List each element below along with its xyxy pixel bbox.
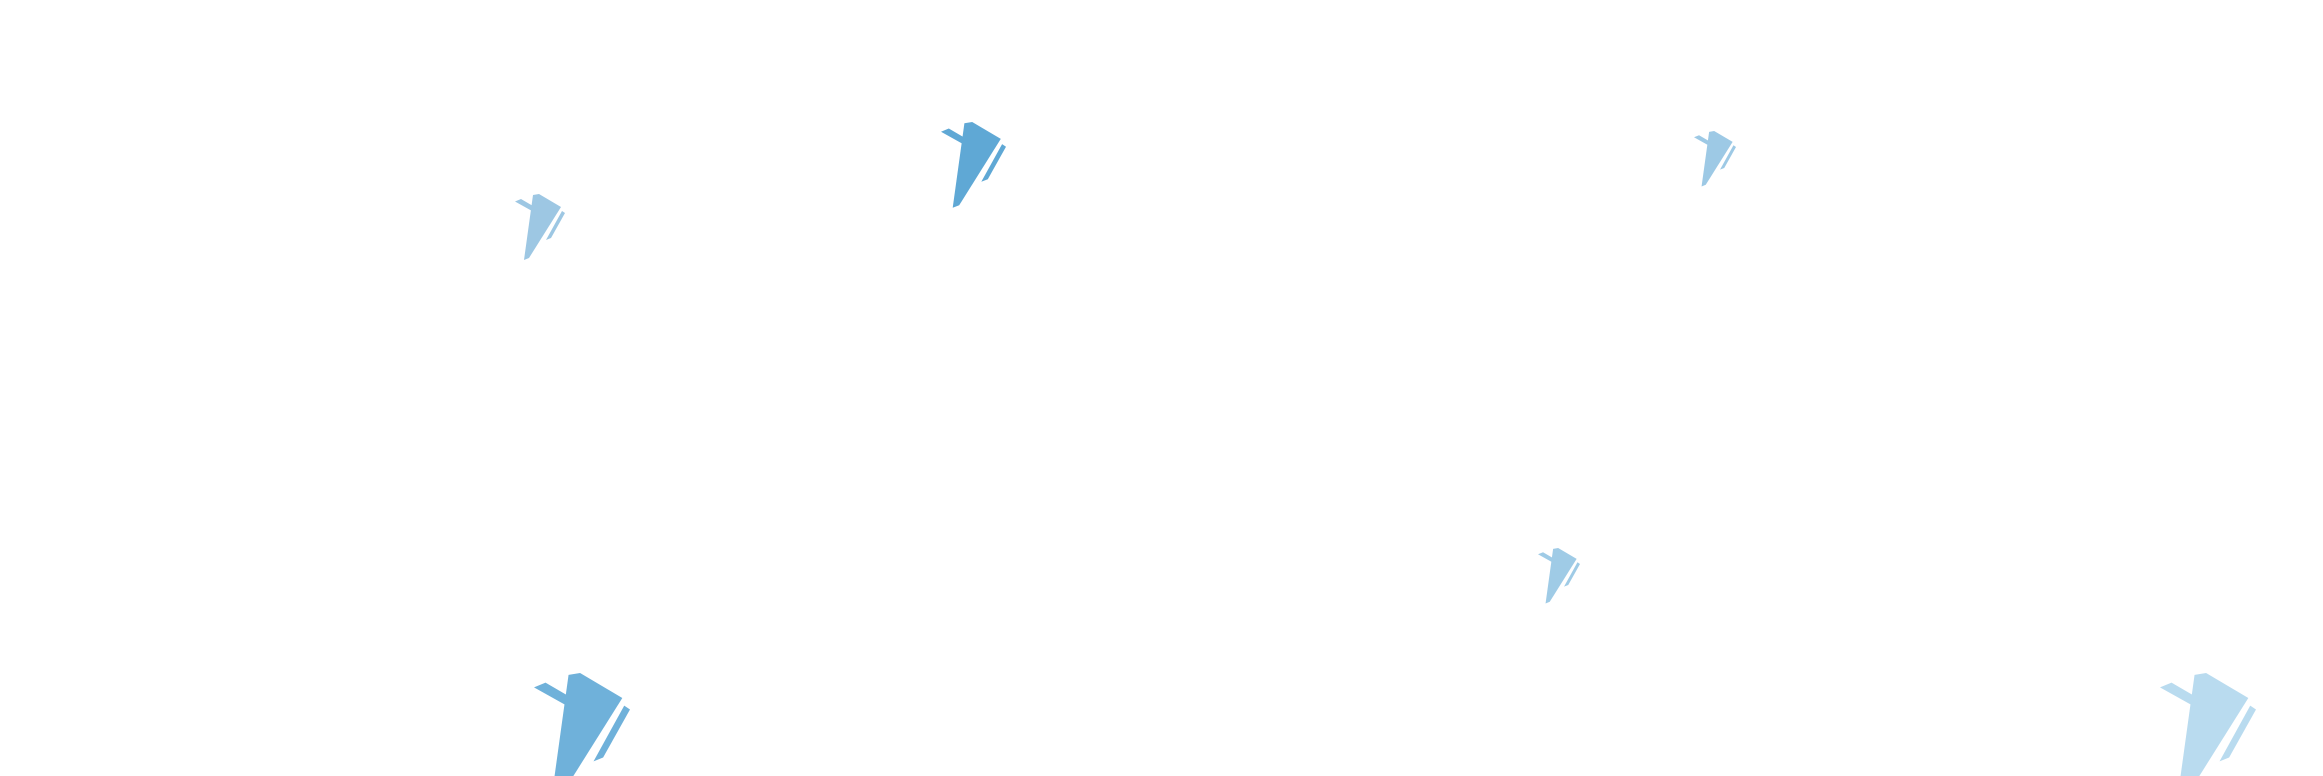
chevron-stroke — [546, 211, 565, 240]
chevron-stroke — [952, 122, 1001, 208]
chevron-mark-1 — [515, 194, 565, 260]
chevron-stroke — [593, 705, 630, 762]
chevron-stroke — [981, 144, 1006, 182]
chevron-stroke — [2219, 705, 2256, 762]
chevron-stroke — [2180, 673, 2249, 776]
chevron-mark-icon — [534, 673, 630, 776]
chevron-stroke — [1545, 548, 1577, 604]
chevron-stroke — [1701, 131, 1733, 187]
chevron-mark-icon — [941, 122, 1006, 208]
chevron-mark-4 — [1538, 548, 1580, 604]
chevron-mark-icon — [1694, 131, 1736, 187]
chevron-mark-icon — [515, 194, 565, 260]
chevron-mark-icon — [2160, 673, 2256, 776]
chevron-stroke — [1564, 562, 1580, 587]
chevron-mark-2 — [941, 122, 1006, 208]
chevron-stroke — [554, 673, 623, 776]
chevron-mark-3 — [1694, 131, 1736, 187]
chevron-stroke — [524, 194, 561, 260]
chevron-mark-5 — [534, 673, 630, 776]
chevron-stroke — [1720, 145, 1736, 170]
chevron-mark-6 — [2160, 673, 2256, 776]
chevron-mark-icon — [1538, 548, 1580, 604]
